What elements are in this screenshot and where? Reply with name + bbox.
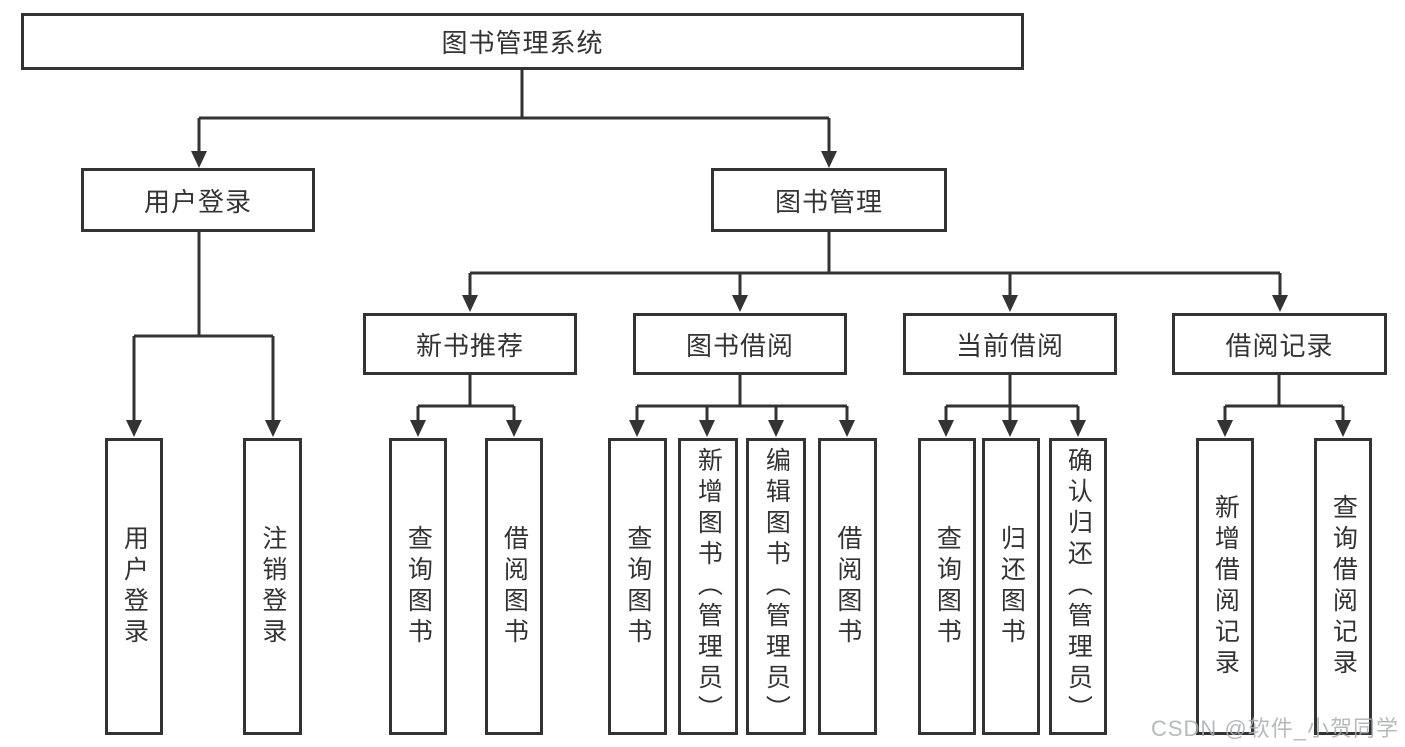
arrow-down-icon bbox=[191, 151, 207, 168]
arrow-down-icon bbox=[1217, 420, 1233, 437]
leaf-label: 用户登录 bbox=[120, 524, 149, 649]
arrow-down-icon bbox=[462, 295, 478, 312]
arrow-down-icon bbox=[410, 420, 426, 437]
arrow-down-icon bbox=[1335, 420, 1351, 437]
arrow-down-icon bbox=[699, 420, 715, 437]
leaf-borrow-books: 借阅图书 bbox=[818, 438, 877, 735]
node-current-borrow: 当前借阅 bbox=[903, 313, 1117, 375]
leaf-edit-book-admin: 编辑图书（管理员） bbox=[746, 438, 806, 735]
leaf-borrow-books-recommend: 借阅图书 bbox=[485, 438, 543, 735]
leaf-label: 新增借阅记录 bbox=[1211, 493, 1240, 680]
leaf-query-books-borrow: 查询图书 bbox=[608, 438, 667, 735]
arrow-down-icon bbox=[839, 420, 855, 437]
leaf-query-books-current: 查询图书 bbox=[918, 438, 976, 735]
arrow-down-icon bbox=[1070, 420, 1086, 437]
leaf-label: 新增图书（管理员） bbox=[694, 447, 723, 726]
leaf-query-books-recommend: 查询图书 bbox=[389, 438, 447, 735]
node-user-login: 用户登录 bbox=[81, 168, 315, 232]
leaf-label: 查询图书 bbox=[623, 524, 652, 649]
arrow-down-icon bbox=[265, 420, 281, 437]
node-borrow-records: 借阅记录 bbox=[1172, 313, 1387, 375]
node-book-borrow: 图书借阅 bbox=[633, 313, 847, 375]
node-book-management: 图书管理 bbox=[711, 168, 947, 232]
node-new-book-recommend: 新书推荐 bbox=[363, 313, 577, 375]
leaf-label: 查询图书 bbox=[404, 524, 433, 649]
leaf-label: 确认归还（管理员） bbox=[1064, 447, 1093, 726]
leaf-label: 注销登录 bbox=[258, 524, 287, 649]
leaf-logout: 注销登录 bbox=[243, 438, 302, 735]
arrow-down-icon bbox=[768, 420, 784, 437]
leaf-query-borrow-record: 查询借阅记录 bbox=[1314, 438, 1372, 735]
leaf-label: 借阅图书 bbox=[500, 524, 529, 649]
arrow-down-icon bbox=[821, 151, 837, 168]
csdn-watermark: CSDN @软件_小贺同学 bbox=[1150, 716, 1399, 741]
node-library-system: 图书管理系统 bbox=[21, 13, 1024, 70]
tree-connector-path bbox=[132, 69, 1345, 423]
arrow-down-icon bbox=[506, 420, 522, 437]
arrow-down-icon bbox=[126, 420, 142, 437]
arrow-down-icon bbox=[938, 420, 954, 437]
leaf-label: 查询借阅记录 bbox=[1329, 493, 1358, 680]
leaf-label: 归还图书 bbox=[997, 524, 1026, 649]
arrow-down-icon bbox=[1272, 295, 1288, 312]
leaf-add-borrow-record: 新增借阅记录 bbox=[1196, 438, 1254, 735]
arrow-down-icon bbox=[629, 420, 645, 437]
leaf-label: 借阅图书 bbox=[833, 524, 862, 649]
leaf-return-book: 归还图书 bbox=[982, 438, 1040, 735]
leaf-confirm-return-admin: 确认归还（管理员） bbox=[1049, 438, 1107, 735]
arrowheads bbox=[126, 151, 1351, 437]
leaf-label: 编辑图书（管理员） bbox=[762, 447, 791, 726]
leaf-add-book-admin: 新增图书（管理员） bbox=[678, 438, 738, 735]
arrow-down-icon bbox=[1002, 420, 1018, 437]
leaf-user-login: 用户登录 bbox=[105, 438, 163, 735]
arrow-down-icon bbox=[732, 295, 748, 312]
leaf-label: 查询图书 bbox=[933, 524, 962, 649]
arrow-down-icon bbox=[1002, 295, 1018, 312]
